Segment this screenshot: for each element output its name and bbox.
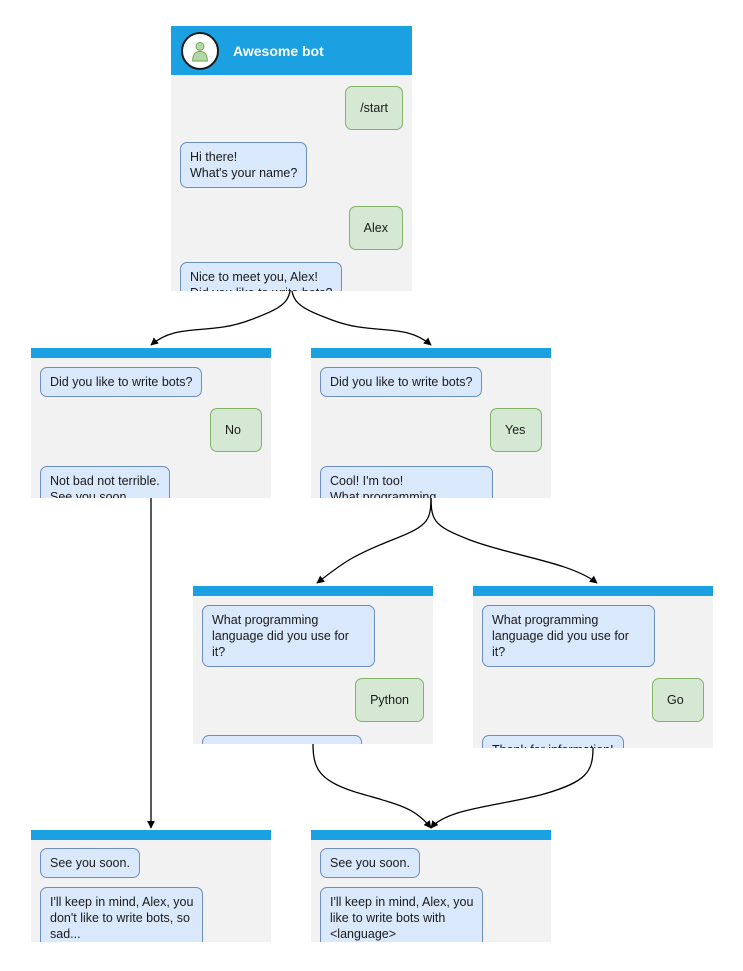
message-row: Nice to meet you, Alex! Did you like to …	[180, 262, 403, 291]
bot-message-bubble: What programming language did you use fo…	[202, 605, 376, 667]
message-row: What programming language did you use fo…	[202, 605, 424, 667]
window-header	[31, 348, 271, 358]
no-branch-chat-window[interactable]: Did you like to write bots? No Not bad n…	[31, 348, 271, 498]
user-avatar-icon	[181, 31, 219, 70]
bot-message-bubble: See you soon.	[40, 848, 140, 878]
chat-transcript: /start Hi there! What's your name? Alex …	[171, 75, 412, 291]
python-branch-chat-window[interactable]: What programming language did you use fo…	[193, 586, 433, 744]
user-message-bubble: No	[210, 408, 262, 452]
bot-message-bubble: See you soon.	[320, 848, 420, 878]
message-row: Alex	[180, 206, 403, 250]
edge-yes-to-python	[316, 491, 432, 584]
user-message-bubble: Alex	[348, 206, 403, 250]
bot-message-bubble: Hi there! What's your name?	[180, 142, 308, 188]
edge-python-to-end-happy	[312, 743, 432, 829]
chat-transcript: See you soon. I'll keep in mind, Alex, y…	[31, 840, 271, 942]
window-header	[311, 830, 551, 840]
chat-transcript: What programming language did you use fo…	[473, 596, 713, 748]
message-row: Not bad not terrible. See you soon.	[40, 466, 262, 498]
message-row: See you soon.	[40, 848, 262, 878]
chat-transcript: What programming language did you use fo…	[193, 596, 433, 744]
edge-go-to-end-happy	[430, 747, 594, 829]
user-message-bubble: Python	[355, 678, 424, 722]
message-row: See you soon.	[320, 848, 542, 878]
yes-branch-chat-window[interactable]: Did you like to write bots? Yes Cool! I'…	[311, 348, 551, 498]
message-row: Did you like to write bots?	[320, 367, 542, 397]
chat-transcript: Did you like to write bots? Yes Cool! I'…	[311, 358, 551, 498]
message-row: Go	[482, 678, 704, 722]
message-row: Thank for all! Python is in my hearth! S…	[202, 735, 424, 744]
message-row: Yes	[320, 408, 542, 452]
user-message-bubble: /start	[345, 86, 403, 130]
window-header	[311, 348, 551, 358]
message-row: Python	[202, 678, 424, 722]
go-branch-chat-window[interactable]: What programming language did you use fo…	[473, 586, 713, 748]
window-header	[193, 586, 433, 596]
user-message-bubble: Go	[652, 678, 704, 722]
bot-message-bubble: Thank for information! See you soon.	[482, 735, 624, 748]
bot-message-bubble: I'll keep in mind, Alex, you like to wri…	[320, 887, 484, 942]
message-row: I'll keep in mind, Alex, you like to wri…	[320, 887, 542, 942]
chat-transcript: Did you like to write bots? No Not bad n…	[31, 358, 271, 498]
bot-message-bubble: What programming language did you use fo…	[482, 605, 656, 667]
bot-message-bubble: Did you like to write bots?	[320, 367, 483, 397]
user-message-bubble: Yes	[490, 408, 542, 452]
message-row: What programming language did you use fo…	[482, 605, 704, 667]
message-row: Did you like to write bots?	[40, 367, 262, 397]
edge-yes-to-go	[430, 491, 598, 584]
window-title: Awesome bot	[233, 42, 324, 59]
message-row: /start	[180, 86, 403, 130]
bot-message-bubble: Nice to meet you, Alex! Did you like to …	[180, 262, 343, 291]
message-row: Hi there! What's your name?	[180, 142, 403, 188]
bot-message-bubble: Thank for all! Python is in my hearth! S…	[202, 735, 363, 744]
window-header	[31, 830, 271, 840]
message-row: No	[40, 408, 262, 452]
bot-message-bubble: Cool! I'm too! What programming language…	[320, 466, 494, 498]
message-row: Cool! I'm too! What programming language…	[320, 466, 542, 498]
message-row: I'll keep in mind, Alex, you don't like …	[40, 887, 262, 942]
root-chat-window[interactable]: Awesome bot /start Hi there! What's your…	[171, 26, 412, 291]
bot-message-bubble: Not bad not terrible. See you soon.	[40, 466, 170, 498]
window-header: Awesome bot	[171, 26, 412, 75]
end-happy-chat-window[interactable]: See you soon. I'll keep in mind, Alex, y…	[311, 830, 551, 942]
end-sad-chat-window[interactable]: See you soon. I'll keep in mind, Alex, y…	[31, 830, 271, 942]
window-header	[473, 586, 713, 596]
bot-message-bubble: I'll keep in mind, Alex, you don't like …	[40, 887, 204, 942]
chat-transcript: See you soon. I'll keep in mind, Alex, y…	[311, 840, 551, 942]
message-row: Thank for information! See you soon.	[482, 735, 704, 748]
bot-message-bubble: Did you like to write bots?	[40, 367, 203, 397]
